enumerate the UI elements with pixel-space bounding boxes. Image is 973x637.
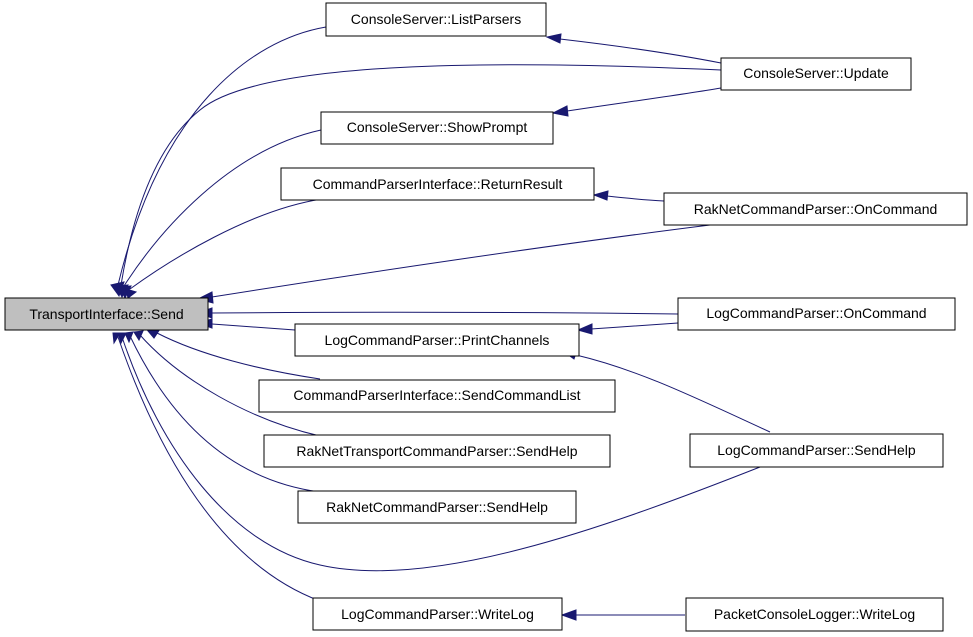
node-return-result-label: CommandParserInterface::ReturnResult xyxy=(313,176,563,192)
node-print-channels-label: LogCommandParser::PrintChannels xyxy=(325,332,550,348)
node-update-box xyxy=(720,57,912,91)
node-raknet-on-command-box xyxy=(663,192,968,226)
node-raknet-transport-send-help-label: RakNetTransportCommandParser::SendHelp xyxy=(296,443,577,459)
edge-list-parsers-to-send xyxy=(117,26,327,286)
edge-log-on-command-to-send xyxy=(211,311,679,315)
node-raknet-on-command[interactable]: RakNetCommandParser::OnCommand xyxy=(663,192,968,226)
node-transport-send-label: TransportInterface::Send xyxy=(29,306,183,322)
node-show-prompt-label: ConsoleServer::ShowPrompt xyxy=(347,119,528,135)
node-packet-write-log-box xyxy=(685,597,944,632)
edge-raknet-send-help-to-send xyxy=(129,335,321,493)
arrowhead-send-bottom-3 xyxy=(124,331,134,344)
edge-update-to-list-parsers xyxy=(559,38,722,64)
arrowhead-send-bottom-2 xyxy=(133,330,144,342)
edge-print-channels-to-send xyxy=(211,323,296,331)
node-raknet-on-command-label: RakNetCommandParser::OnCommand xyxy=(694,201,938,217)
arrowhead-send-top-4 xyxy=(125,288,138,299)
node-send-command-list-box xyxy=(258,379,616,413)
node-return-result-box xyxy=(280,167,595,201)
node-return-result[interactable]: CommandParserInterface::ReturnResult xyxy=(280,167,595,201)
node-update-label: ConsoleServer::Update xyxy=(743,65,889,81)
edge-raknet-transport-send-help-to-send xyxy=(139,334,321,437)
node-show-prompt[interactable]: ConsoleServer::ShowPrompt xyxy=(320,111,554,145)
node-send-command-list-label: CommandParserInterface::SendCommandList xyxy=(293,387,580,403)
edge-log-send-help-to-print-channels xyxy=(575,354,771,433)
edge-log-send-help-to-send xyxy=(121,336,761,572)
edge-update-to-show-prompt xyxy=(566,87,722,112)
node-log-send-help-label: LogCommandParser::SendHelp xyxy=(717,442,916,458)
arrowhead-list-parsers xyxy=(545,33,562,44)
edge-return-result-to-send xyxy=(129,198,323,290)
node-packet-write-log[interactable]: PacketConsoleLogger::WriteLog xyxy=(685,597,944,632)
node-raknet-transport-send-help[interactable]: RakNetTransportCommandParser::SendHelp xyxy=(263,434,611,468)
node-log-on-command-box xyxy=(677,297,956,331)
node-transport-send-box xyxy=(4,297,209,331)
edge-update-to-send xyxy=(120,64,722,286)
node-print-channels[interactable]: LogCommandParser::PrintChannels xyxy=(294,323,580,357)
arrowhead-write-log xyxy=(560,609,577,621)
node-send-command-list[interactable]: CommandParserInterface::SendCommandList xyxy=(258,379,616,413)
node-log-send-help-box xyxy=(689,433,944,468)
node-raknet-send-help-box xyxy=(297,490,577,524)
edge-show-prompt-to-send xyxy=(123,129,322,287)
edge-write-log-to-send xyxy=(117,336,321,602)
node-write-log-box xyxy=(312,597,563,631)
node-write-log-label: LogCommandParser::WriteLog xyxy=(341,606,534,622)
node-print-channels-box xyxy=(294,323,580,357)
arrowhead-show-prompt xyxy=(551,105,569,117)
node-write-log[interactable]: LogCommandParser::WriteLog xyxy=(312,597,563,631)
node-update[interactable]: ConsoleServer::Update xyxy=(720,57,912,91)
node-list-parsers-label: ConsoleServer::ListParsers xyxy=(351,11,521,27)
node-raknet-send-help-label: RakNetCommandParser::SendHelp xyxy=(326,499,548,515)
node-list-parsers[interactable]: ConsoleServer::ListParsers xyxy=(325,2,547,37)
edge-log-on-command-to-print-channels xyxy=(590,322,679,330)
node-list-parsers-box xyxy=(325,2,547,37)
arrowhead-return-result xyxy=(592,190,609,201)
arrowhead-send-bottom-5 xyxy=(112,332,121,345)
node-log-on-command-label: LogCommandParser::OnCommand xyxy=(706,305,926,321)
edges xyxy=(117,26,771,616)
node-transport-send[interactable]: TransportInterface::Send xyxy=(4,297,209,331)
node-packet-write-log-label: PacketConsoleLogger::WriteLog xyxy=(714,606,915,622)
node-raknet-send-help[interactable]: RakNetCommandParser::SendHelp xyxy=(297,490,577,524)
edge-raknet-on-command-to-return-result xyxy=(606,195,665,202)
node-log-on-command[interactable]: LogCommandParser::OnCommand xyxy=(677,297,956,331)
arrowhead-send-bottom-4 xyxy=(117,332,127,345)
nodes: TransportInterface::Send ConsoleServer::… xyxy=(4,2,968,632)
arrowhead-print-channels-1 xyxy=(576,323,593,335)
edge-raknet-on-command-to-send xyxy=(211,224,711,298)
node-raknet-transport-send-help-box xyxy=(263,434,611,468)
edge-send-command-list-to-send xyxy=(156,332,321,380)
node-show-prompt-box xyxy=(320,111,554,145)
node-log-send-help[interactable]: LogCommandParser::SendHelp xyxy=(689,433,944,468)
